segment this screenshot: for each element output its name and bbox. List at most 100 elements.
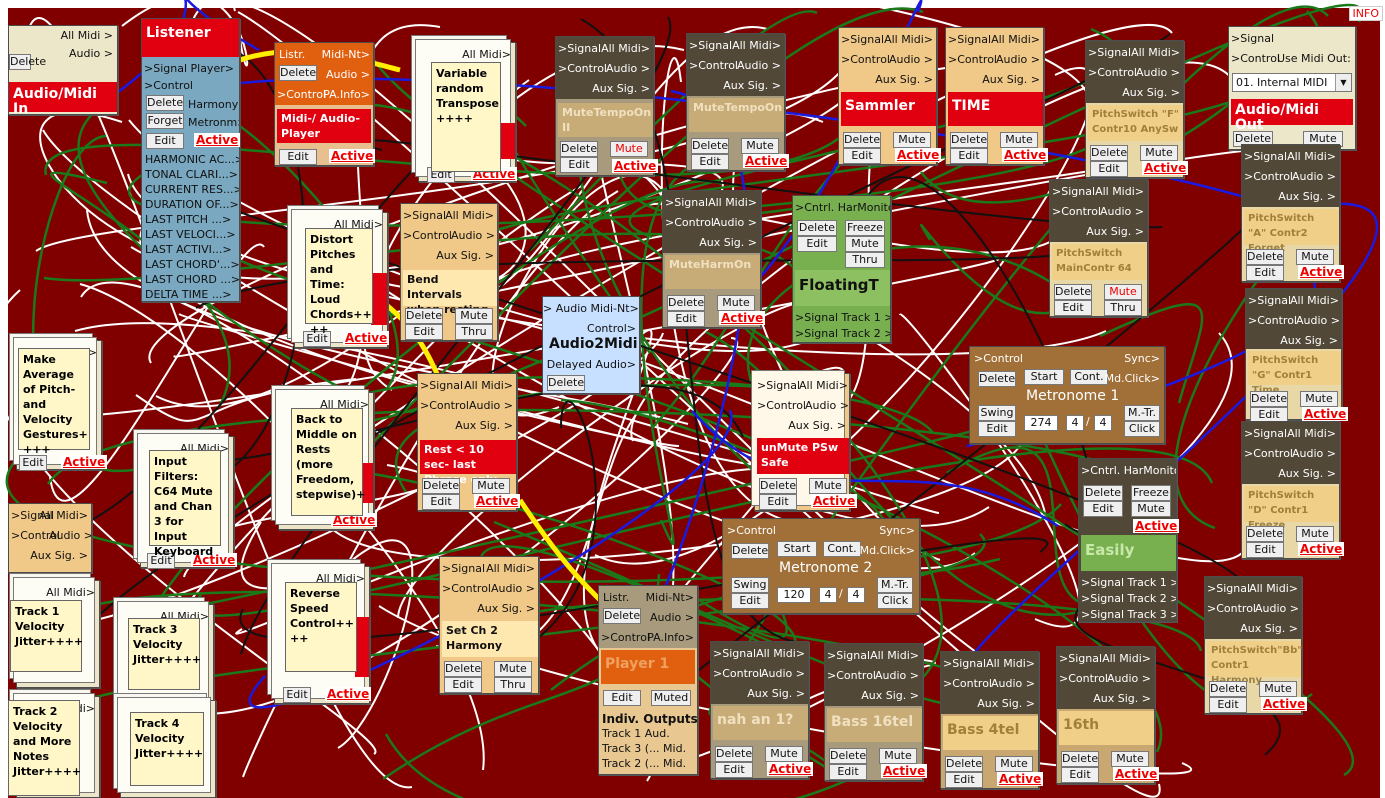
- bpm-field[interactable]: 120: [777, 587, 811, 603]
- player-output-port[interactable]: Track 1 Aud.: [602, 727, 670, 740]
- delete-button[interactable]: Delete: [1090, 145, 1128, 161]
- active-toggle[interactable]: Active: [743, 154, 790, 168]
- port-allmidi[interactable]: All Midi>: [1287, 427, 1336, 440]
- port-control[interactable]: >Control: [144, 79, 193, 92]
- port-allmidi[interactable]: All Midi>: [601, 42, 650, 55]
- port-audio[interactable]: Audio >: [1292, 447, 1336, 460]
- module-nah-an-1[interactable]: >Signal All Midi> >Control Audio > Aux S…: [710, 641, 814, 779]
- beats-field[interactable]: 4: [1066, 415, 1084, 431]
- edit-button[interactable]: Edit: [1246, 265, 1284, 281]
- port-delayed-audio[interactable]: Delayed Audio>: [546, 358, 636, 371]
- port-aux-signal[interactable]: Aux Sig. >: [747, 687, 805, 700]
- edit-button[interactable]: Edit: [1083, 501, 1123, 517]
- edit-button[interactable]: Edit: [444, 677, 482, 693]
- mute-button[interactable]: Mute: [1300, 391, 1338, 407]
- mtr-button[interactable]: M.-Tr.: [877, 577, 913, 593]
- port-allmidi[interactable]: All Midi>: [756, 647, 805, 660]
- module-bend-intervals[interactable]: >Signal All Midi> >Control Audio > Aux S…: [400, 203, 498, 341]
- module-muteharm[interactable]: >Signal All Midi> >Control Audio > Aux S…: [662, 190, 766, 328]
- active-toggle[interactable]: Active: [474, 494, 521, 508]
- edit-button[interactable]: Edit: [715, 762, 753, 778]
- port-allmidi[interactable]: All Midi>: [1095, 185, 1144, 198]
- port-aux-signal[interactable]: Aux Sig. >: [1086, 225, 1144, 238]
- delete-button[interactable]: Delete: [950, 132, 988, 148]
- comment-input-filters[interactable]: Input Filters: C64 Mute and Chan 3 for I…: [149, 450, 221, 558]
- edit-button[interactable]: Edit: [422, 494, 460, 510]
- active-toggle[interactable]: Active: [1261, 697, 1308, 711]
- port-allmidi[interactable]: All Midi>: [1287, 150, 1336, 163]
- port-sync[interactable]: Sync>: [879, 524, 915, 537]
- active-toggle[interactable]: Active: [1142, 161, 1189, 175]
- port-aux-signal[interactable]: Aux Sig. >: [592, 82, 650, 95]
- port-allmidi[interactable]: All Midi>: [1131, 46, 1180, 59]
- port-md-click[interactable]: Md.Click>: [859, 544, 915, 557]
- edit-button[interactable]: Edit: [1054, 300, 1092, 316]
- port-allmidi[interactable]: All Midi>: [991, 33, 1040, 46]
- module-floating-harmonitor[interactable]: >Cntrl. HarMonitor Delete Freeze Edit Mu…: [792, 195, 891, 343]
- active-toggle[interactable]: Active: [61, 455, 108, 469]
- midi-out-select[interactable]: 01. Internal MIDI▼: [1232, 73, 1352, 92]
- edit-button[interactable]: Edit: [829, 764, 867, 780]
- delete-button[interactable]: Delete: [444, 661, 482, 677]
- active-toggle[interactable]: Active: [1113, 767, 1160, 781]
- module-mutetempo-ii[interactable]: >Signal All Midi> >Control Audio > Aux S…: [555, 36, 659, 176]
- edit-button[interactable]: Edit: [843, 148, 881, 164]
- port-allmidi[interactable]: All Midi>: [870, 649, 919, 662]
- port-audio[interactable]: Audio >: [713, 216, 757, 229]
- delete-button[interactable]: Delete: [759, 478, 797, 494]
- player-output-port[interactable]: Track 3 (... Mid.: [602, 742, 687, 755]
- edit-button[interactable]: Edit: [978, 421, 1016, 437]
- port-audio[interactable]: Audio >: [805, 399, 849, 412]
- mute-button[interactable]: Mute: [741, 138, 779, 154]
- port-allmidi[interactable]: All Midi>: [464, 379, 513, 392]
- module-rest-phrase[interactable]: >Signal All Midi> >Control Audio > Aux S…: [417, 373, 521, 511]
- module-pitchswitch-g[interactable]: >Signal All Midi> >Control Audio > Aux S…: [1245, 288, 1349, 423]
- port-aux-signal[interactable]: Aux Sig. >: [455, 419, 513, 432]
- module-metronome-1[interactable]: >Control Sync> Delete Start Cont. Md.Cli…: [969, 346, 1165, 444]
- port-audio[interactable]: Audio >: [491, 582, 535, 595]
- edit-button[interactable]: Edit: [1090, 161, 1128, 177]
- mute-button[interactable]: Mute: [845, 236, 885, 252]
- port-aux-signal[interactable]: Aux Sig. >: [723, 79, 781, 92]
- listener-output-port[interactable]: DURATION OF...>: [145, 198, 239, 211]
- delete-button[interactable]: Delete: [715, 746, 753, 762]
- delete-button[interactable]: Delete: [843, 132, 881, 148]
- port-aux-signal[interactable]: Aux Sig. >: [30, 549, 88, 562]
- delete-button[interactable]: Delete: [547, 375, 585, 391]
- port-aux-signal[interactable]: Aux Sig. >: [875, 73, 933, 86]
- active-toggle[interactable]: Active: [343, 331, 390, 345]
- edit-button[interactable]: Edit: [1246, 542, 1284, 558]
- listener-output-port[interactable]: LAST PITCH ...>: [145, 213, 232, 226]
- comment-track1[interactable]: Track 1 Velocity Jitter++++: [10, 600, 83, 672]
- port-audio[interactable]: Audio >: [996, 53, 1040, 66]
- port-aux-signal[interactable]: Aux Sig. >: [977, 697, 1035, 710]
- active-toggle[interactable]: Active: [325, 687, 372, 701]
- port-aux-signal[interactable]: Aux Sig. >: [788, 419, 846, 432]
- port-audio[interactable]: Audio >: [991, 677, 1035, 690]
- thru-button[interactable]: Thru: [455, 324, 493, 340]
- delete-button[interactable]: Delete: [405, 308, 443, 324]
- active-toggle[interactable]: Active: [329, 149, 376, 163]
- edit-button[interactable]: Edit: [759, 494, 797, 510]
- edit-button[interactable]: Edit: [19, 455, 47, 471]
- beat-unit-field[interactable]: 4: [1094, 415, 1112, 431]
- listener-output-port[interactable]: LAST CHORD ...>: [145, 273, 239, 286]
- click-button[interactable]: Click: [877, 593, 913, 609]
- thru-button[interactable]: Thru: [494, 677, 532, 693]
- mute-button[interactable]: Mute: [1131, 501, 1171, 517]
- port-signal-track3[interactable]: >Signal Track 3 >: [1081, 608, 1176, 621]
- comment-distort[interactable]: Distort Pitches and Time: Loud Chords++ …: [305, 228, 373, 336]
- mute-button[interactable]: Mute: [1259, 681, 1297, 697]
- edit-button[interactable]: Edit: [667, 311, 705, 327]
- port-audio[interactable]: Audio >: [889, 53, 933, 66]
- comment-transpose[interactable]: Variable random Transpose ++++: [431, 62, 501, 172]
- port-audio[interactable]: Audio >: [875, 669, 919, 682]
- port-aux-signal[interactable]: Aux Sig. >: [477, 602, 535, 615]
- listener-output-port[interactable]: LAST VELOCI...>: [145, 228, 236, 241]
- freeze-button[interactable]: Freeze: [1131, 485, 1171, 501]
- module-mutetempo[interactable]: >Signal All Midi> >Control Audio > Aux S…: [686, 33, 790, 171]
- port-allmidi[interactable]: All Midi>: [445, 209, 494, 222]
- swing-button[interactable]: Swing: [978, 405, 1016, 421]
- comment-track2[interactable]: Track 2 Velocity and More Notes Jitter++…: [8, 700, 81, 796]
- forget-button[interactable]: Forget: [146, 113, 184, 129]
